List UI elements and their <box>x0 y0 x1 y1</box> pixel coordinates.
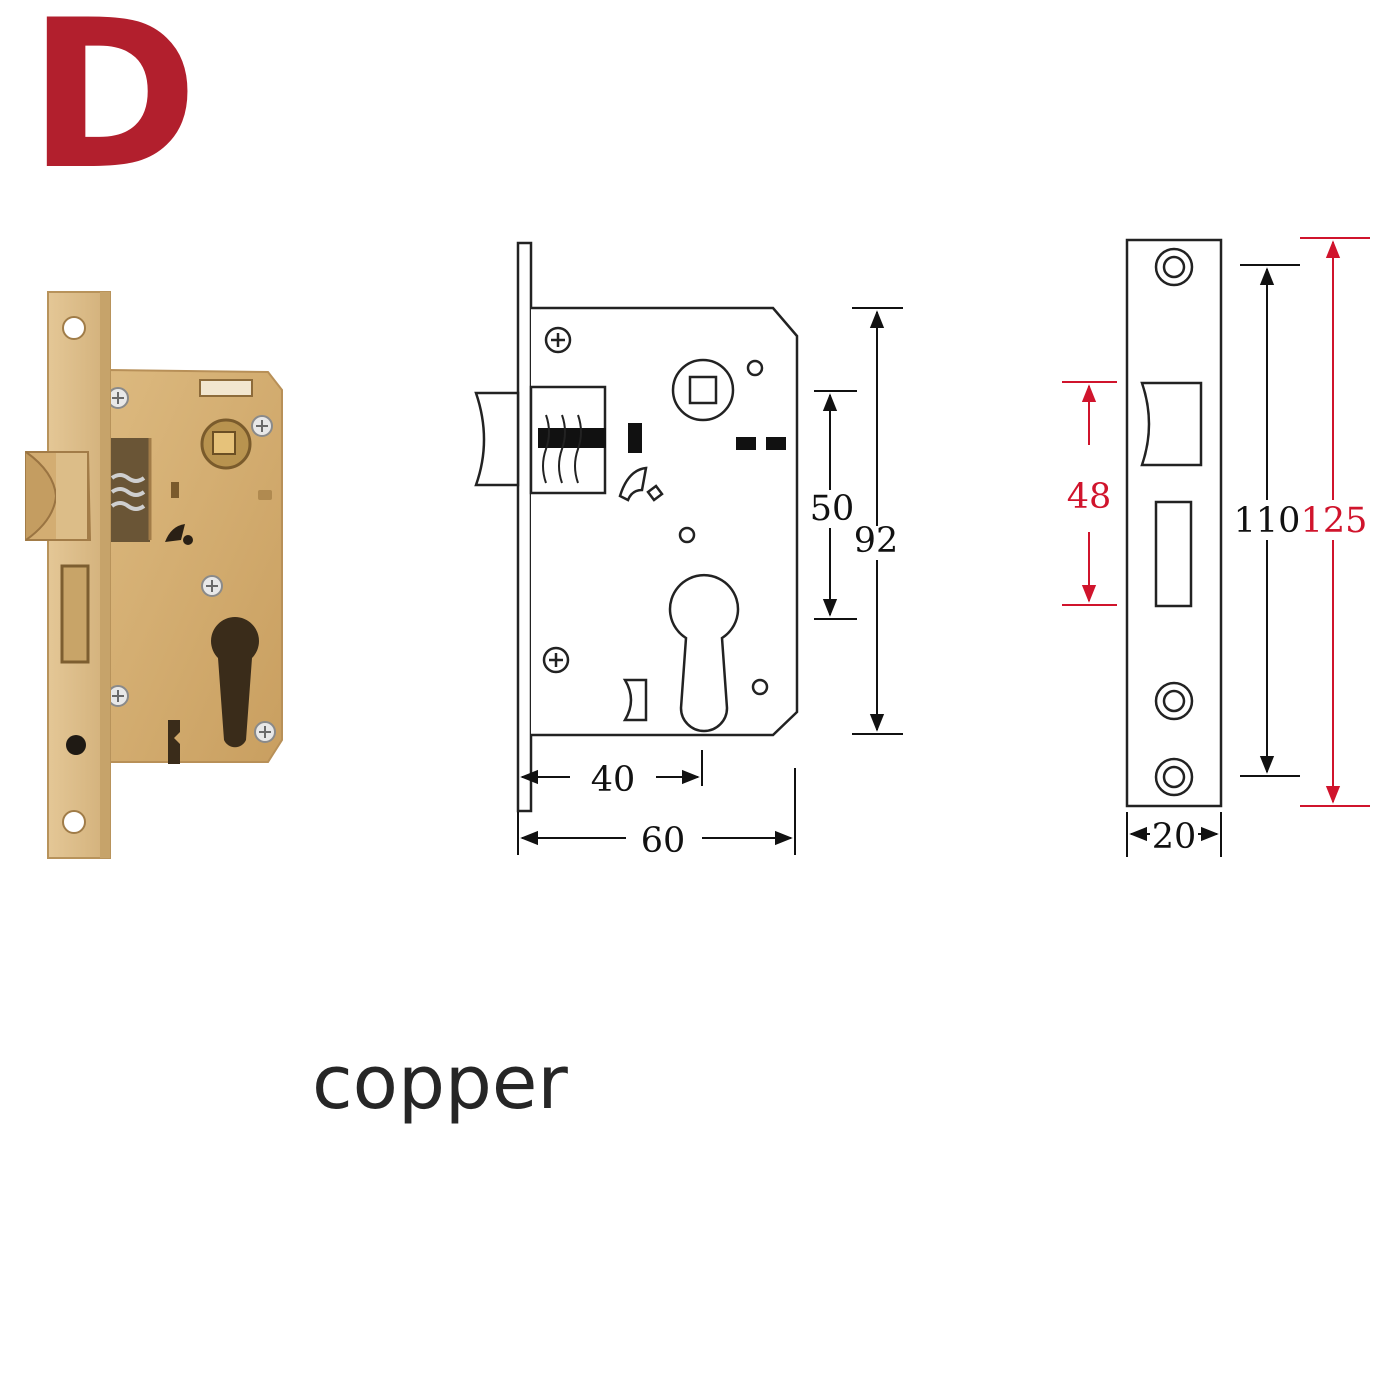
latch-opening <box>1140 381 1203 467</box>
follower-square <box>212 431 236 455</box>
finish-label: copper <box>312 1040 568 1126</box>
dim-total-length: 125 <box>1301 501 1368 541</box>
dim-center-distance: 50 <box>810 489 855 529</box>
dim-width: 20 <box>1152 817 1197 857</box>
screw-icon <box>542 326 572 674</box>
dim-depth: 60 <box>641 821 686 861</box>
faceplate-outline <box>1125 238 1223 808</box>
lock-photo <box>25 291 283 859</box>
variant-letter: D <box>28 0 199 215</box>
dim-latch-span: 48 <box>1067 477 1112 517</box>
dim-inner-length: 110 <box>1234 501 1301 541</box>
cylinder-hole-photo <box>211 617 259 748</box>
dim-backset: 40 <box>591 760 636 800</box>
front-plate <box>516 241 533 813</box>
bolt-opening <box>1154 500 1193 608</box>
lock-dimension-lines <box>517 307 903 855</box>
lock-case-top-slot <box>199 379 253 397</box>
lock-case-outline <box>531 306 799 737</box>
follower <box>671 358 735 422</box>
deadbolt-slot <box>60 564 90 664</box>
faceplate-drawing <box>1125 238 1223 808</box>
faceplate-dimension-lines <box>1062 237 1370 857</box>
cylinder-hole <box>668 573 740 733</box>
dim-height: 92 <box>854 521 899 561</box>
lock-body-drawing <box>474 241 799 813</box>
latch-bolt <box>474 391 520 487</box>
